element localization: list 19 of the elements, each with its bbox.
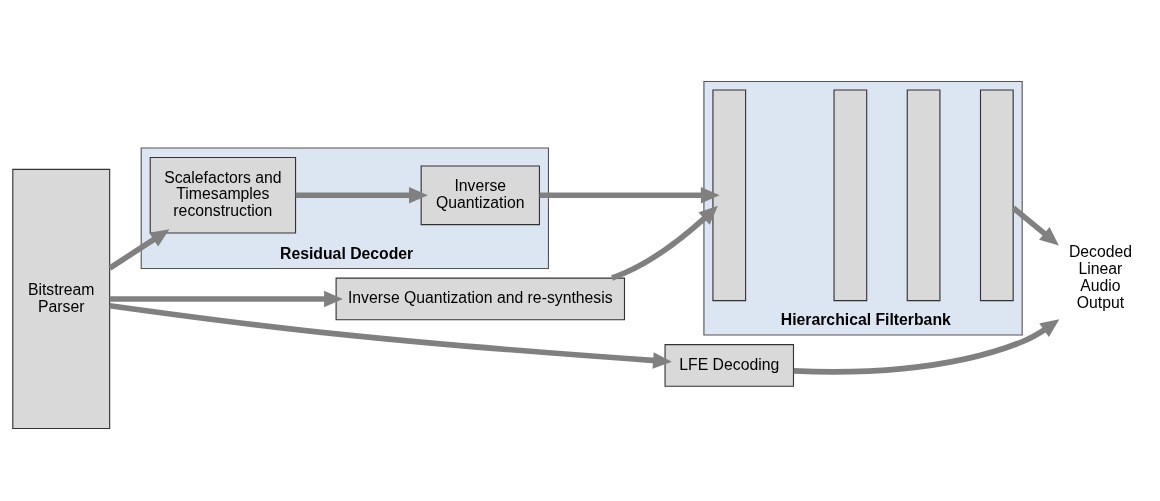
arrow [611, 205, 718, 281]
arrow [109, 290, 343, 308]
node-box: Scalefactors and Timesamples reconstruction [149, 157, 297, 234]
node-box: Inverse Quantization and re-synthesis [335, 277, 626, 321]
arrow [793, 319, 1060, 375]
node-box [833, 89, 868, 302]
arrow [539, 187, 720, 204]
node-box: Bitstream Parser [12, 168, 111, 430]
arrow [1011, 205, 1059, 246]
node-box [906, 89, 941, 302]
node-box [979, 89, 1014, 302]
node-box: LFE Decoding [664, 344, 795, 387]
node-text: Decoded Linear Audio Output [1068, 243, 1133, 312]
arrow [109, 302, 672, 369]
arrow [108, 229, 170, 271]
arrow [295, 187, 428, 204]
node-box: Inverse Quantization [420, 165, 540, 226]
node-box [712, 89, 747, 302]
cluster: Hierarchical Filterbank [703, 80, 1023, 336]
